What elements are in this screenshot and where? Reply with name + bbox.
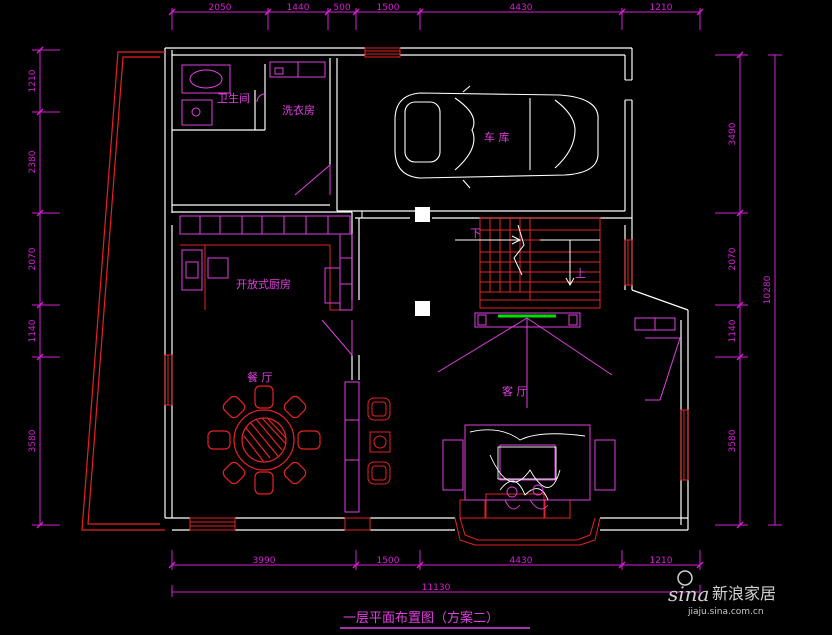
- sina-watermark: sina 新浪家居 jiaju.sina.com.cn: [668, 570, 776, 617]
- garage-label: 车 库: [484, 130, 510, 144]
- armchairs: [367, 397, 391, 485]
- drawing-title: 一层平面布置图（方案二）: [343, 610, 499, 626]
- dim-right-3: 1140: [728, 319, 738, 342]
- tv-view-lines: [437, 317, 613, 408]
- column-top: [415, 207, 430, 222]
- dining-table: [207, 385, 321, 495]
- dim-top-5: 4430: [510, 3, 533, 13]
- dim-right-4: 3580: [728, 429, 738, 452]
- dim-right-1: 3490: [728, 122, 738, 145]
- windows: [164, 47, 689, 546]
- staircase: [479, 217, 601, 309]
- bathroom-label: 卫生间: [217, 91, 250, 105]
- stair-down-label: 下: [470, 227, 481, 240]
- laundry-label: 洗衣房: [282, 103, 315, 117]
- dim-top-1: 2050: [209, 3, 232, 13]
- dim-top-6: 1210: [650, 3, 673, 13]
- kitchen-label: 开放式厨房: [236, 277, 291, 291]
- dim-left-5: 3580: [28, 429, 38, 452]
- dim-bottom-3: 4430: [510, 556, 533, 566]
- dim-left-1: 1210: [28, 69, 38, 92]
- dim-left-4: 1140: [28, 319, 38, 342]
- living-label: 客 厅: [502, 384, 528, 398]
- watermark-logo: sina: [668, 582, 709, 606]
- column-middle: [415, 301, 430, 316]
- dim-bottom-2: 1500: [377, 556, 400, 566]
- dim-bottom-4: 1210: [650, 556, 673, 566]
- sofa-sketch: [469, 429, 586, 501]
- walls: [164, 47, 689, 531]
- dim-top-2: 1440: [287, 3, 310, 13]
- garage-door-frame: [361, 79, 632, 218]
- dim-left-2: 2380: [28, 150, 38, 173]
- watermark-name: 新浪家居: [712, 584, 776, 603]
- dim-right-total: 10280: [763, 275, 773, 304]
- watermark-url: jiaju.sina.com.cn: [687, 607, 764, 617]
- sofa-feet: [459, 493, 571, 519]
- dim-bottom-total: 11130: [422, 583, 451, 593]
- dim-top-4: 1500: [377, 3, 400, 13]
- stair-up-label: 上: [575, 267, 586, 280]
- terrace-outline: [81, 51, 165, 531]
- dimension-ticks: [36, 8, 744, 569]
- sina-eye-icon: [677, 570, 693, 586]
- dining-label: 餐 厅: [247, 370, 273, 384]
- dim-right-2: 2070: [728, 247, 738, 270]
- dimension-lines: [32, 8, 782, 597]
- dim-left-3: 2070: [28, 247, 38, 270]
- people-figures: [504, 484, 549, 510]
- car-icon: [394, 85, 599, 189]
- stair-arrows: [455, 224, 600, 287]
- dimension-labels: 2050 1440 500 1500 4430 1210 3990 1500 4…: [28, 3, 773, 593]
- dim-top-3: 500: [333, 3, 350, 13]
- dim-bottom-1: 3990: [253, 556, 276, 566]
- kitchen-counter: [180, 244, 340, 311]
